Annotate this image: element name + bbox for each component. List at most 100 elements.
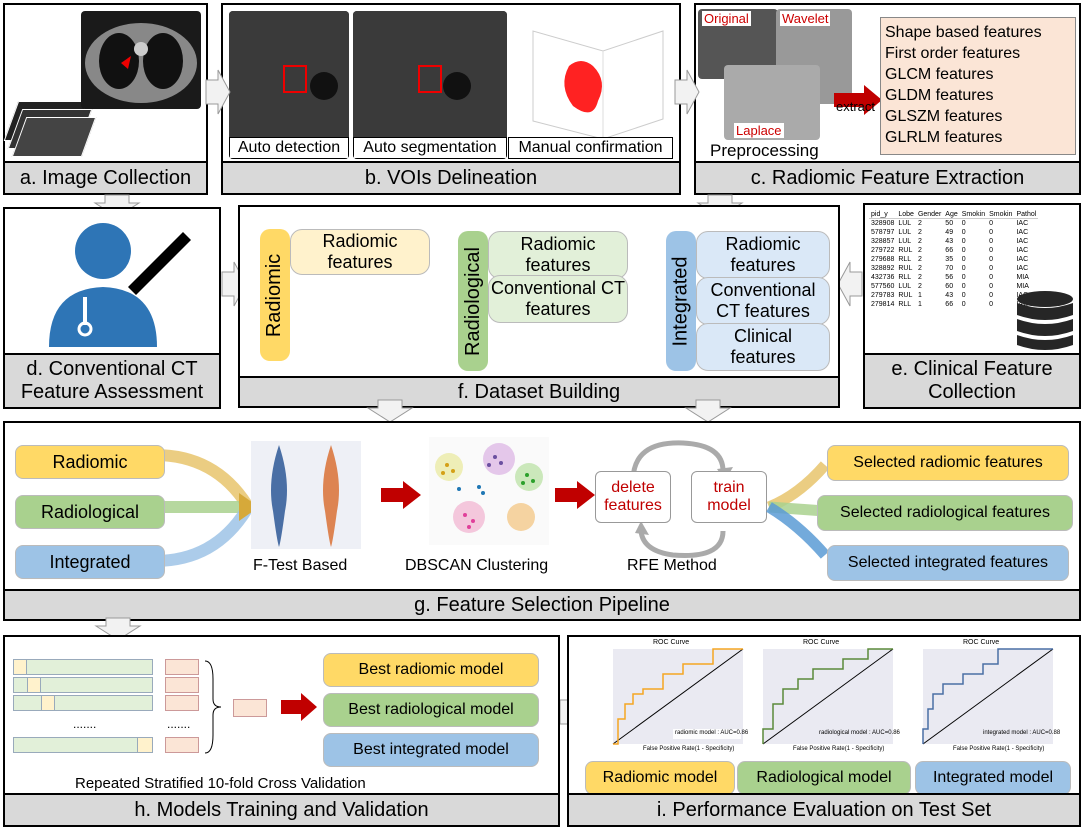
clinical-table-cell: 328892 bbox=[871, 265, 895, 272]
laplace-image: Laplace bbox=[724, 65, 820, 140]
arrow-f-to-g-right bbox=[684, 399, 732, 423]
auto-detection-image: Auto detection bbox=[229, 11, 349, 159]
eval-radiomic-model: Radiomic model bbox=[585, 761, 735, 795]
output-selected-radiological: Selected radiological features bbox=[817, 495, 1073, 531]
step-manual-confirmation: Manual confirmation bbox=[508, 137, 673, 159]
clinical-table-cell: 0 bbox=[961, 220, 966, 227]
clinical-table-cell: LUL bbox=[898, 229, 912, 236]
roc-xlabel-1: False Positive Rate(1 - Specificity) bbox=[643, 746, 735, 752]
clinical-table-cell: 43 bbox=[945, 292, 954, 299]
caption-g: g. Feature Selection Pipeline bbox=[5, 589, 1079, 619]
input-radiological: Radiological bbox=[15, 495, 165, 529]
clinical-table-cell: 0 bbox=[989, 256, 994, 263]
arrow-ftest-to-dbscan bbox=[381, 481, 421, 509]
clinical-table-cell: MIA bbox=[1016, 283, 1029, 290]
delete-features-box: delete features bbox=[595, 471, 671, 523]
label-original: Original bbox=[702, 11, 751, 26]
feature-list: Shape based features First order feature… bbox=[880, 17, 1076, 155]
ftest-label: F-Test Based bbox=[253, 557, 348, 574]
clinical-table-cell: IAC bbox=[1016, 238, 1029, 245]
feature-glszm: GLSZM features bbox=[885, 108, 1003, 125]
caption-h: h. Models Training and Validation bbox=[5, 793, 558, 825]
clinical-table-cell: 0 bbox=[989, 274, 994, 281]
feature-glcm: GLCM features bbox=[885, 66, 994, 83]
rfe-label: RFE Method bbox=[627, 557, 717, 574]
arrow-a-to-b bbox=[205, 69, 231, 115]
roc-title-3: ROC Curve bbox=[963, 639, 1000, 646]
clinical-table-cell: 279783 bbox=[871, 292, 895, 299]
roc-chart-radiological: ROC Curve radiological model : AUC=0.86 … bbox=[743, 639, 903, 757]
3d-segmentation-plot: Manual confirmation bbox=[508, 11, 673, 159]
clinical-table-cell: RUL bbox=[898, 292, 913, 299]
clinical-table-cell: 0 bbox=[961, 229, 966, 236]
roc-title-2: ROC Curve bbox=[803, 639, 840, 646]
step-auto-detection: Auto detection bbox=[229, 137, 349, 159]
clinical-table-header: pid_y bbox=[869, 211, 897, 219]
clinical-table-cell: RUL bbox=[898, 265, 913, 272]
panel-performance-evaluation: ROC Curve radiomic model : AUC=0.86 Fals… bbox=[567, 635, 1081, 827]
clinical-table-cell: 50 bbox=[945, 220, 954, 227]
clinical-table-cell: RLL bbox=[898, 256, 912, 263]
results-ellipsis: ....... bbox=[167, 717, 191, 731]
feature-shape: Shape based features bbox=[885, 24, 1042, 41]
caption-e: e. Clinical Feature Collection bbox=[865, 353, 1079, 407]
panel-image-collection: a. Image Collection bbox=[3, 3, 208, 195]
best-integrated-model: Best integrated model bbox=[323, 733, 539, 767]
clinical-table-cell: 578797 bbox=[871, 229, 895, 236]
clinical-table-cell: LUL bbox=[898, 238, 912, 245]
clinical-table-cell: 56 bbox=[945, 274, 954, 281]
clinical-table-cell: 49 bbox=[945, 229, 954, 236]
label-laplace: Laplace bbox=[734, 123, 784, 138]
best-radiomic-model: Best radiomic model bbox=[323, 653, 539, 687]
clinical-table-cell: IAC bbox=[1016, 256, 1029, 263]
clinical-table-cell: 1 bbox=[917, 301, 922, 308]
integrated-dataset-label: Integrated bbox=[666, 231, 696, 371]
dbscan-plot bbox=[429, 437, 549, 545]
clinical-table-cell: 0 bbox=[961, 238, 966, 245]
database-icon bbox=[1017, 291, 1073, 350]
caption-f: f. Dataset Building bbox=[240, 376, 838, 406]
arrow-dbscan-to-rfe bbox=[555, 481, 595, 509]
integrated-ct-box: Conventional CT features bbox=[696, 277, 830, 325]
panel-dataset-building: Radiomic Radiomic features Radiological … bbox=[238, 205, 840, 408]
output-split-arrows bbox=[766, 461, 830, 559]
violin-plot bbox=[251, 441, 361, 549]
radiological-ct-box: Conventional CT features bbox=[488, 275, 628, 323]
label-wavelet: Wavelet bbox=[780, 11, 831, 26]
roc-xlabel-2: False Positive Rate(1 - Specificity) bbox=[793, 746, 885, 752]
extract-arrow bbox=[834, 85, 882, 115]
clinical-table-cell: 328857 bbox=[871, 238, 895, 245]
clinical-table-cell: 66 bbox=[945, 247, 954, 254]
clinical-table-cell: IAC bbox=[1016, 265, 1029, 272]
feature-first-order: First order features bbox=[885, 45, 1021, 62]
step-auto-segmentation: Auto segmentation bbox=[353, 137, 507, 159]
clinical-table-cell: IAC bbox=[1016, 247, 1029, 254]
clinical-table-cell: 0 bbox=[989, 301, 994, 308]
clinical-table-cell: 0 bbox=[961, 247, 966, 254]
panel-feature-extraction: Original Wavelet Laplace Preprocessing e… bbox=[694, 3, 1081, 195]
clinical-table-cell: 70 bbox=[945, 265, 954, 272]
clinical-table-cell: 0 bbox=[961, 274, 966, 281]
clinical-table-cell: 0 bbox=[961, 256, 966, 263]
caption-i: i. Performance Evaluation on Test Set bbox=[569, 793, 1079, 825]
clinical-table-cell: 279814 bbox=[871, 301, 895, 308]
feature-gldm: GLDM features bbox=[885, 87, 994, 104]
clinical-table-cell: 0 bbox=[989, 238, 994, 245]
clinical-table-cell: RLL bbox=[898, 301, 912, 308]
clinical-table-header: Gender bbox=[915, 211, 944, 219]
roc-chart-radiomic: ROC Curve radiomic model : AUC=0.86 Fals… bbox=[593, 639, 753, 757]
roc-plot-radiomic bbox=[612, 648, 744, 745]
caption-a: a. Image Collection bbox=[5, 161, 206, 193]
output-selected-integrated: Selected integrated features bbox=[827, 545, 1069, 581]
clinical-table-header: Lobe bbox=[896, 211, 916, 219]
radiological-radiomic-box: Radiomic features bbox=[488, 231, 628, 279]
extract-label: extract bbox=[836, 99, 876, 114]
ct-image-stack bbox=[3, 101, 101, 161]
